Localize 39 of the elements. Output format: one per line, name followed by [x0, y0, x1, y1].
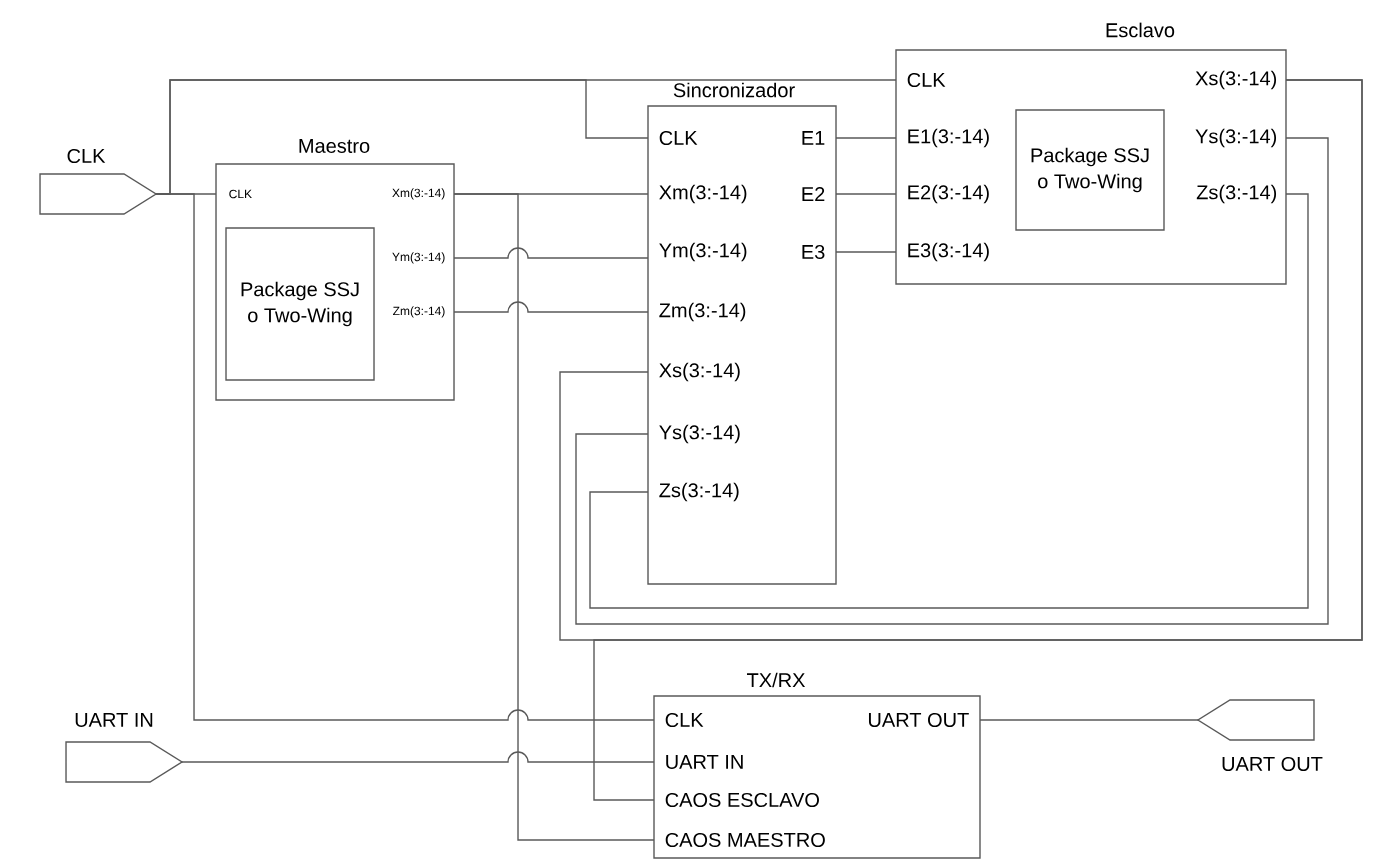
wire — [593, 79, 1363, 801]
port-label: E1 — [802, 131, 825, 145]
wire — [575, 137, 1329, 625]
port-label: CLK — [659, 130, 698, 146]
wire — [453, 247, 649, 259]
package-box: Package SSJ o Two-Wing — [225, 227, 375, 381]
port-label: CAOS ESCLAVO — [665, 792, 819, 808]
wire — [979, 719, 1199, 721]
port-label: Ym(3:-14) — [659, 242, 747, 262]
port-label: E1(3:-14) — [908, 128, 989, 148]
port-label: CLK — [665, 712, 704, 728]
wire — [589, 193, 1309, 609]
wire — [835, 137, 897, 139]
wire — [181, 751, 655, 763]
port-label: E2(3:-14) — [908, 184, 989, 204]
port-label: CAOS MAESTRO — [665, 832, 825, 848]
pin-label: CLK — [67, 148, 106, 164]
port-label: CLK — [907, 72, 946, 88]
port-label: E3(3:-14) — [908, 242, 989, 262]
wire — [453, 301, 649, 313]
port-label: Xs(3:-14) — [1195, 70, 1277, 90]
wire — [835, 251, 897, 253]
port-label: E3 — [802, 244, 825, 260]
package-box: Package SSJ o Two-Wing — [1015, 109, 1165, 231]
wire — [155, 193, 655, 721]
port-label: Ys(3:-14) — [659, 424, 740, 444]
pin-label: UART OUT — [1222, 756, 1323, 772]
wire — [835, 193, 897, 195]
pin-label: UART IN — [75, 713, 153, 727]
port-label: UART OUT — [869, 712, 969, 728]
wire — [453, 193, 655, 841]
port-label: Zm(3:-14) — [659, 302, 746, 322]
port-label: E2 — [802, 187, 825, 201]
port-label: Zs(3:-14) — [1196, 184, 1277, 204]
port-label: Xm(3:-14) — [659, 184, 747, 204]
port-label: Zs(3:-14) — [659, 482, 739, 502]
port-label: Ys(3:-14) — [1195, 128, 1277, 148]
port-label: UART IN — [666, 755, 743, 769]
port-label: Xs(3:-14) — [659, 362, 740, 382]
